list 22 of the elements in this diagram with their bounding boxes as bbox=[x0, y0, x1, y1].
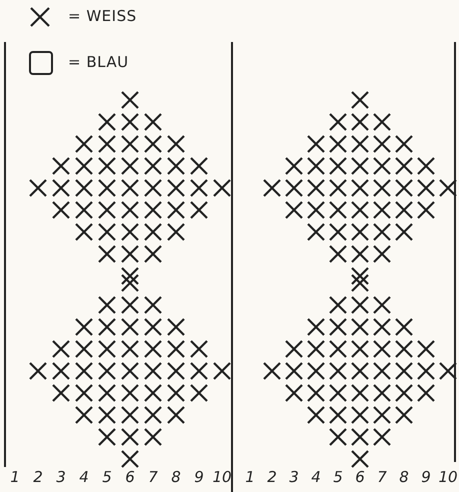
column-number: 8 bbox=[399, 468, 409, 486]
legend-label: = BLAU bbox=[68, 53, 129, 71]
column-number: 7 bbox=[377, 468, 387, 486]
column-number: 3 bbox=[289, 468, 299, 486]
column-number: 10 bbox=[212, 468, 232, 486]
column-number: 4 bbox=[79, 468, 89, 486]
column-number: 3 bbox=[56, 468, 66, 486]
column-number: 1 bbox=[10, 468, 20, 486]
column-number: 10 bbox=[438, 468, 458, 486]
column-number: 2 bbox=[33, 468, 43, 486]
column-number: 8 bbox=[171, 468, 181, 486]
column-number: 5 bbox=[333, 468, 343, 486]
column-number: 1 bbox=[245, 468, 255, 486]
legend-label: = WEISS bbox=[68, 7, 137, 25]
column-number: 6 bbox=[355, 468, 365, 486]
column-number: 4 bbox=[311, 468, 321, 486]
column-number: 5 bbox=[102, 468, 112, 486]
column-number: 7 bbox=[148, 468, 158, 486]
column-number: 9 bbox=[421, 468, 431, 486]
column-number: 6 bbox=[125, 468, 135, 486]
column-number: 2 bbox=[267, 468, 277, 486]
column-number: 9 bbox=[194, 468, 204, 486]
